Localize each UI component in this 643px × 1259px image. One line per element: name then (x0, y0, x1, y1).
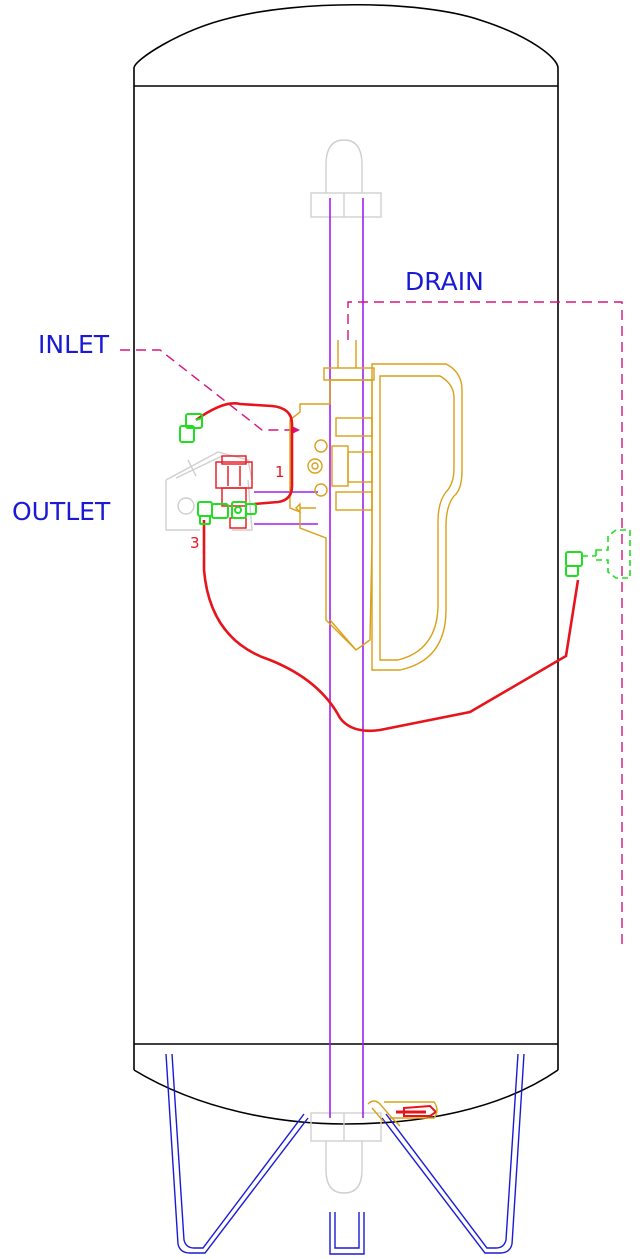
tank-legs (165, 1053, 525, 1255)
ghost-top-clamp (310, 192, 382, 218)
tank-shell (133, 68, 559, 1070)
tank-bottom-dome (133, 1069, 559, 1125)
ghost-parts (165, 139, 382, 1194)
drain-elbow (565, 551, 583, 577)
outlet-tee (197, 501, 257, 525)
unit-port-middle (307, 458, 323, 474)
inlet-arrow (292, 426, 300, 434)
unit-port-lower (314, 483, 328, 497)
inlet-elbow (179, 413, 203, 443)
leg-left-inner (171, 1053, 305, 1249)
outlet-label: OUTLET (12, 497, 111, 526)
inlet-hose (195, 402, 294, 506)
unit-top-cap (323, 367, 375, 381)
drain-valve-dashed (582, 529, 631, 579)
unit-housing-inner (379, 375, 455, 661)
fitting-red-knob (403, 1104, 438, 1117)
outlet-hose (202, 520, 580, 733)
drain-line (347, 301, 623, 950)
port-3-label: 3 (190, 534, 200, 552)
leg-center-stand (329, 1212, 365, 1255)
unit-port-upper (314, 439, 328, 453)
leg-right-inner (385, 1053, 519, 1249)
leg-right (381, 1053, 525, 1254)
ghost-bottom-clamp (310, 1112, 382, 1142)
solenoid-valve (215, 455, 253, 529)
center-rods (254, 198, 364, 1118)
inlet-label: INLET (38, 330, 110, 359)
dashed-leaders (120, 301, 623, 950)
unit-housing-outer (371, 363, 463, 671)
ghost-bottom-tube (325, 1169, 363, 1194)
unit-body (289, 379, 373, 651)
tank-body (133, 3, 559, 1125)
green-fittings (179, 413, 583, 577)
leg-left (165, 1053, 309, 1254)
drain-label: DRAIN (405, 267, 484, 296)
inlet-leader (120, 349, 300, 431)
drain-fitting (367, 1100, 438, 1127)
control-unit (289, 340, 463, 671)
ghost-top-tube (325, 139, 363, 166)
tank-top-dome (133, 3, 559, 69)
port-1-label: 1 (275, 463, 285, 481)
red-parts (195, 402, 580, 1117)
